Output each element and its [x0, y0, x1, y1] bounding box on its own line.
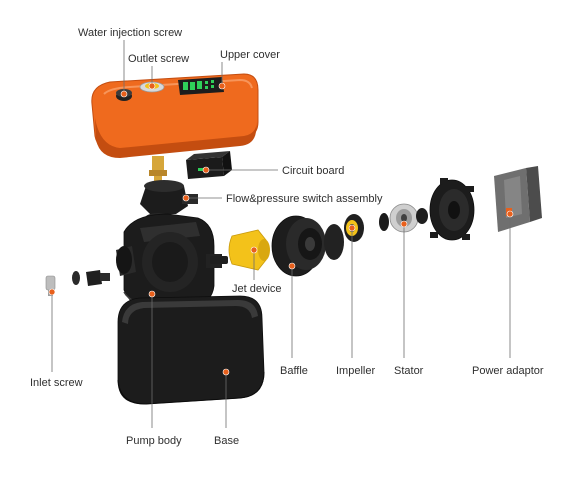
label-jet-device: Jet device	[232, 283, 282, 295]
power-adaptor-part	[494, 166, 542, 232]
baffle-part	[271, 215, 344, 277]
dot-upper-cover	[218, 82, 226, 90]
dot-impeller	[348, 224, 356, 232]
label-outlet-screw: Outlet screw	[128, 53, 189, 65]
dot-circuit-board	[202, 166, 210, 174]
label-circuit-board: Circuit board	[282, 165, 344, 177]
label-power-adaptor: Power adaptor	[472, 365, 544, 377]
callout-dots	[48, 82, 514, 376]
dot-inlet-screw	[48, 288, 56, 296]
stator-part	[379, 203, 428, 233]
dot-stator	[400, 220, 408, 228]
brass-fitting-part	[149, 156, 167, 184]
dot-power-adaptor	[506, 210, 514, 218]
upper-cover-part	[91, 73, 259, 158]
pump-body-part	[116, 213, 222, 311]
dot-flow-pressure-switch	[182, 194, 190, 202]
display-window	[178, 77, 224, 95]
label-pump-body: Pump body	[126, 435, 182, 447]
jet-device-part	[210, 229, 270, 271]
label-baffle: Baffle	[280, 365, 308, 377]
dot-base	[222, 368, 230, 376]
label-stator: Stator	[394, 365, 424, 377]
label-upper-cover: Upper cover	[220, 49, 280, 61]
dot-water-injection-screw	[120, 90, 128, 98]
dot-outlet-screw	[148, 82, 156, 90]
dot-pump-body	[148, 290, 156, 298]
label-inlet-screw: Inlet screw	[30, 377, 83, 389]
dot-jet-device	[250, 246, 258, 254]
circuit-board-part	[186, 151, 232, 179]
dot-baffle	[288, 262, 296, 270]
labels: Water injection screw Outlet screw Upper…	[30, 27, 544, 447]
label-water-injection-screw: Water injection screw	[78, 27, 182, 39]
inlet-fittings-part	[72, 270, 110, 286]
motor-cap-part	[429, 178, 475, 241]
label-impeller: Impeller	[336, 365, 375, 377]
leader-lines	[51, 40, 511, 428]
base-part	[117, 295, 265, 405]
label-base: Base	[214, 435, 239, 447]
label-flow-pressure-switch: Flow&pressure switch assembly	[226, 193, 383, 205]
